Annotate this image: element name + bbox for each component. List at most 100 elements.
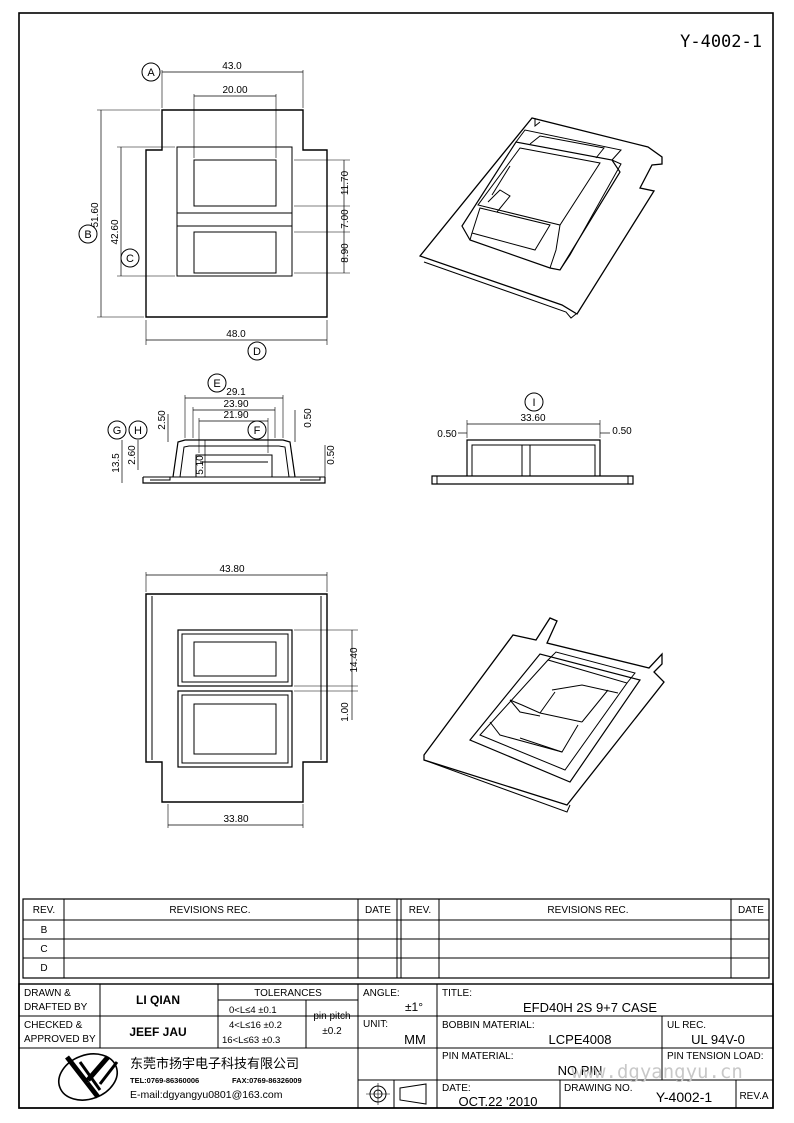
company-logo: YY: [58, 1053, 119, 1101]
bottom-view-labels: 43.80 33.80 14.40 1.00: [219, 564, 360, 825]
end-view-callout: I: [524, 392, 544, 412]
dim-2-5: 2.50: [157, 410, 168, 430]
drawn-name: LI QIAN: [136, 993, 180, 1007]
end-view: [431, 420, 634, 485]
checked-label-2: APPROVED BY: [24, 1034, 96, 1045]
unit-label: UNIT:: [363, 1019, 388, 1030]
angle-label: ANGLE:: [363, 988, 400, 999]
callout-f: F: [254, 425, 261, 437]
top-view-window-upper: [193, 159, 277, 207]
dim-20: 20.00: [222, 85, 247, 96]
callout-a: A: [147, 67, 155, 79]
callout-i: I: [532, 397, 535, 409]
dim-2-6: 2.60: [127, 445, 138, 465]
tolerances-label: TOLERANCES: [254, 988, 322, 999]
pin-pitch-value: ±0.2: [322, 1026, 342, 1037]
drawing-no-value: Y-4002-1: [656, 1089, 713, 1105]
drawing-no-label: DRAWING NO.: [564, 1083, 633, 1094]
pin-material-value: NO PIN: [558, 1063, 603, 1078]
callout-h: H: [134, 425, 142, 437]
tol-line-3: 16<L≤63 ±0.3: [222, 1035, 280, 1046]
company-email: E-mail:dgyangyu0801@163.com: [130, 1089, 283, 1101]
unit-value: MM: [404, 1032, 426, 1047]
bobbin-value: LCPE4008: [549, 1032, 612, 1047]
callout-g: G: [113, 425, 122, 437]
sheet-border: [18, 12, 774, 1109]
dim-33-6: 33.60: [520, 413, 545, 424]
dim-13-5: 13.5: [111, 453, 122, 473]
company-name-cn: 东莞市扬宇电子科技有限公司: [130, 1056, 299, 1072]
title-block: [18, 898, 774, 1109]
date-header-left: DATE: [365, 905, 391, 916]
side-view-callouts: E F G H: [107, 373, 267, 440]
drawn-label-1: DRAWN &: [24, 988, 71, 999]
top-view-inner-frame: [176, 146, 293, 277]
callout-b: B: [84, 229, 91, 241]
drawing-number-top: Y-4002-1: [680, 32, 762, 52]
date-value: OCT.22 '2010: [458, 1094, 537, 1109]
dim-29-1: 29.1: [226, 387, 246, 398]
iso-view-bottom: [423, 617, 665, 813]
dim-33-8: 33.80: [223, 814, 248, 825]
dim-0-5-left: 0.50: [437, 429, 457, 440]
revisions-header-left: REVISIONS REC.: [169, 905, 250, 916]
watermark: www.dgyangyu.cn: [571, 1061, 743, 1083]
dim-42: 42.60: [110, 219, 121, 244]
angle-value: ±1°: [405, 1000, 423, 1014]
pin-tension-label: PIN TENSION LOAD:: [667, 1051, 764, 1062]
end-view-labels: 33.60 0.50 0.50: [437, 413, 632, 440]
tol-line-1: 0<L≤4 ±0.1: [229, 1005, 277, 1016]
dim-51: 51.60: [90, 202, 101, 227]
dim-21-9: 21.90: [223, 410, 248, 421]
checked-name: JEEF JAU: [129, 1025, 186, 1039]
rev-row-c: C: [40, 944, 47, 955]
dim-0-5-b: 0.50: [326, 445, 337, 465]
callout-d: D: [253, 346, 261, 358]
pin-material-label: PIN MATERIAL:: [442, 1051, 514, 1062]
title-block-text: DRAWN & DRAFTED BY LI QIAN CHECKED & APP…: [24, 988, 769, 1109]
revisions-header-right: REVISIONS REC.: [547, 905, 628, 916]
title-value: EFD40H 2S 9+7 CASE: [523, 1000, 657, 1015]
dim-7: 7.00: [340, 209, 351, 229]
projection-symbol-icon: [366, 1083, 427, 1105]
pin-pitch-label: pin pitch: [313, 1011, 350, 1022]
top-view-callouts: A B C D: [78, 62, 267, 361]
drawn-label-2: DRAFTED BY: [24, 1002, 88, 1013]
dim-43: 43.0: [222, 61, 242, 72]
rev-a: REV.A: [739, 1091, 768, 1102]
ul-value: UL 94V-0: [691, 1032, 745, 1047]
bobbin-label: BOBBIN MATERIAL:: [442, 1020, 535, 1031]
dim-48: 48.0: [226, 329, 246, 340]
top-view-outline: [145, 109, 328, 318]
date-header-right: DATE: [738, 905, 764, 916]
rev-row-d: D: [40, 963, 47, 974]
revisions-text: REV. REVISIONS REC. DATE REV. REVISIONS …: [33, 905, 765, 974]
side-view-labels: 29.1 23.90 21.90 2.50 0.50 0.50 13.5 2.6…: [111, 387, 337, 475]
company-tel: TEL:0769-86360006: [130, 1076, 199, 1085]
ul-label: UL REC.: [667, 1020, 706, 1031]
dim-1-0: 1.00: [340, 702, 351, 722]
dim-8-90: 8.90: [340, 243, 351, 263]
dim-43-8: 43.80: [219, 564, 244, 575]
top-view: [97, 70, 350, 345]
title-label: TITLE:: [442, 988, 472, 999]
dim-5-1: 5.10: [195, 455, 206, 475]
dim-0-5-right: 0.50: [612, 426, 632, 437]
top-view-window-lower: [193, 231, 277, 274]
logo-letters: YY: [87, 1082, 89, 1084]
dim-0-5-a: 0.50: [303, 408, 314, 428]
checked-label-1: CHECKED &: [24, 1020, 83, 1031]
iso-view-top: [418, 117, 663, 319]
dim-11-70: 11.70: [340, 170, 351, 195]
company-fax: FAX:0769-86326009: [232, 1076, 302, 1085]
dim-23-9: 23.90: [223, 399, 248, 410]
bottom-view: [145, 572, 358, 828]
side-view: [121, 395, 326, 484]
rev-header-right: REV.: [409, 905, 431, 916]
callout-c: C: [126, 253, 134, 265]
top-view-labels: 43.0 20.00 48.0 51.60 42.60 11.70 7.00 8…: [90, 61, 351, 340]
tol-line-2: 4<L≤16 ±0.2: [229, 1020, 282, 1031]
callout-e: E: [213, 378, 220, 390]
rev-row-b: B: [41, 925, 48, 936]
